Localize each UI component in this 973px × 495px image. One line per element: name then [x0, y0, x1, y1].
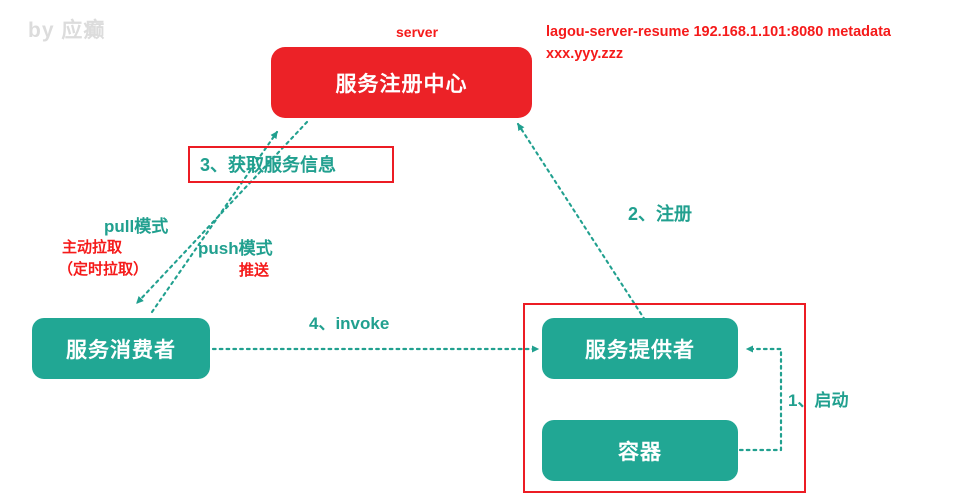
server-annotation: server [396, 24, 439, 40]
node-service-consumer-label: 服务消费者 [66, 338, 176, 362]
provider-group-outline [523, 303, 806, 493]
push-mode-cn-label: 推送 [239, 262, 270, 279]
node-service-provider-label: 服务提供者 [585, 338, 695, 362]
metadata-line-1: lagou-server-resume 192.168.1.101:8080 m… [546, 24, 891, 40]
node-service-registry-label: 服务注册中心 [335, 72, 468, 96]
node-service-consumer[interactable]: 服务消费者 [32, 318, 210, 379]
node-container[interactable]: 容器 [542, 420, 738, 481]
step3-label-outline [188, 146, 394, 183]
watermark: by 应癫 [28, 19, 106, 42]
step-1-label: 1、启动 [788, 391, 849, 410]
pull-mode-cn-label: 主动拉取 [62, 239, 123, 256]
step-3-label: 3、获取服务信息 [200, 155, 337, 175]
push-mode-label: push模式 [198, 239, 273, 258]
pull-mode-label: pull模式 [104, 217, 169, 236]
metadata-annotation: lagou-server-resume 192.168.1.101:8080 m… [546, 22, 891, 66]
node-service-registry[interactable]: 服务注册中心 [271, 47, 532, 118]
arrow-step2-register [516, 122, 647, 322]
node-container-label: 容器 [618, 440, 662, 464]
metadata-line-2: xxx.yyy.zzz [546, 45, 624, 62]
pull-mode-cn-detail-label: （定时拉取） [58, 261, 149, 278]
step-4-label: 4、invoke [309, 314, 390, 333]
node-service-provider[interactable]: 服务提供者 [542, 318, 738, 379]
step-2-label: 2、注册 [628, 204, 693, 224]
